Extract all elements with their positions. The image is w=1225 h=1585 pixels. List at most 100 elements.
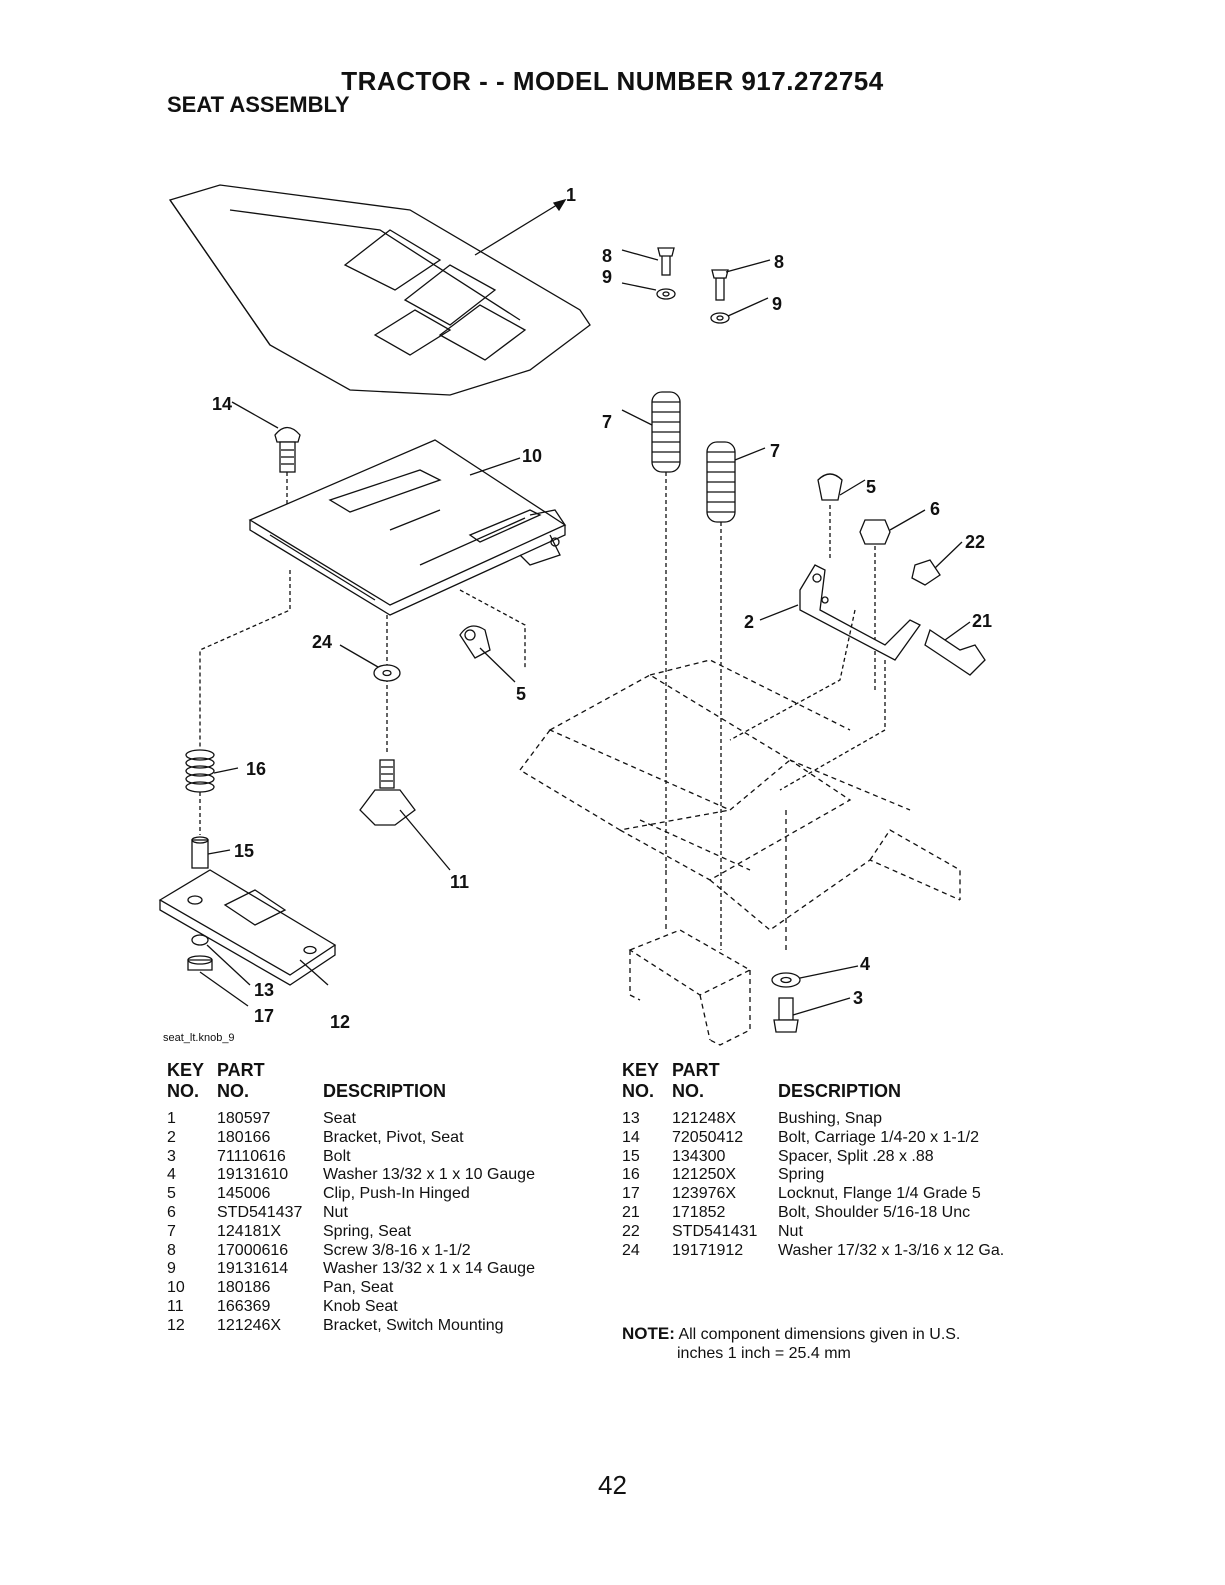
header-key-line2: NO.	[167, 1081, 200, 1101]
description-cell: Bracket, Pivot, Seat	[323, 1128, 464, 1146]
callout-6: 6	[930, 499, 940, 519]
key-no-cell: 16	[622, 1166, 640, 1184]
spring-16-drawing	[185, 749, 215, 793]
description-cell: Clip, Push-In Hinged	[323, 1185, 470, 1203]
key-no-cell: 14	[622, 1128, 640, 1146]
callout-12: 12	[330, 1012, 350, 1032]
dimensions-note: NOTE: All component dimensions given in …	[622, 1324, 960, 1363]
part-no-cell: 121250X	[672, 1166, 737, 1184]
callout-4: 4	[860, 954, 870, 974]
lower-bracket-drawing	[628, 929, 752, 1046]
callout-9a: 9	[602, 267, 612, 287]
description-cell: Seat	[323, 1110, 356, 1127]
callout-21: 21	[972, 611, 992, 631]
callout-7a: 7	[602, 412, 612, 432]
callout-3: 3	[853, 988, 863, 1008]
callout-10: 10	[522, 446, 542, 466]
description-cell: Nut	[323, 1203, 348, 1221]
callout-7b: 7	[770, 441, 780, 461]
callout-9b: 9	[772, 294, 782, 314]
key-no-cell: 5	[167, 1185, 176, 1203]
callout-5b: 5	[866, 477, 876, 497]
description-cell: Nut	[778, 1222, 803, 1240]
part-no-cell: 124181X	[217, 1222, 282, 1240]
part-no-cell: 72050412	[672, 1128, 744, 1146]
table-row: 16 121250X Spring	[622, 1166, 1068, 1185]
key-no-cell: 13	[622, 1110, 640, 1127]
description-cell: Bolt, Shoulder 5/16-18 Unc	[778, 1203, 971, 1221]
part-no-cell: 180166	[217, 1128, 271, 1146]
note-label: NOTE:	[622, 1324, 675, 1343]
key-no-cell: 10	[167, 1279, 185, 1297]
switch-bracket-drawing	[158, 869, 337, 986]
callout-5a: 5	[516, 684, 526, 704]
part-no-cell: 180186	[217, 1279, 271, 1297]
part-no-cell: 71110616	[217, 1147, 286, 1165]
callout-14: 14	[212, 394, 232, 414]
callout-8a: 8	[602, 246, 612, 266]
key-no-cell: 24	[622, 1241, 640, 1259]
description-cell: Spring, Seat	[323, 1222, 412, 1240]
callout-17: 17	[254, 1006, 274, 1026]
part-no-cell: 145006	[217, 1185, 271, 1203]
table-row: 7 124181X Spring, Seat	[167, 1223, 613, 1242]
table-row: 12 121246X Bracket, Switch Mounting	[167, 1317, 613, 1336]
part-no-cell: 19131614	[217, 1260, 289, 1278]
header-key-line2: NO.	[622, 1081, 655, 1101]
description-cell: Bracket, Switch Mounting	[323, 1316, 504, 1334]
callout-2: 2	[744, 612, 754, 632]
key-no-cell: 11	[167, 1297, 184, 1315]
description-cell: Washer 13/32 x 1 x 14 Gauge	[323, 1260, 535, 1278]
part-no-cell: STD541431	[672, 1222, 758, 1240]
part-no-cell: 121246X	[217, 1316, 282, 1334]
part-no-cell: 166369	[217, 1297, 271, 1315]
header-part-line1: PART	[217, 1060, 265, 1080]
key-no-cell: 8	[167, 1241, 176, 1259]
key-no-cell: 12	[167, 1316, 185, 1334]
figure-id: seat_lt.knob_9	[163, 1032, 235, 1044]
part-no-cell: 134300	[672, 1147, 726, 1165]
page-title: TRACTOR - - MODEL NUMBER 917.272754	[341, 66, 884, 96]
header-part-line2: NO.	[672, 1081, 705, 1101]
key-no-cell: 7	[167, 1222, 176, 1240]
description-cell: Bolt, Carriage 1/4-20 x 1-1/2	[778, 1128, 979, 1146]
note-line1: All component dimensions given in U.S.	[678, 1326, 961, 1343]
description-cell: Locknut, Flange 1/4 Grade 5	[778, 1185, 981, 1203]
callout-15: 15	[234, 841, 254, 861]
note-line2: inches 1 inch = 25.4 mm	[677, 1345, 851, 1362]
callout-22: 22	[965, 532, 985, 552]
spring-assembly-right-drawing	[706, 269, 736, 523]
part-no-cell: 19171912	[672, 1241, 744, 1259]
header-key-line1: KEY	[167, 1060, 205, 1080]
key-no-cell: 21	[622, 1203, 640, 1221]
header-part-line1: PART	[672, 1060, 720, 1080]
part-no-cell: 17000616	[217, 1241, 289, 1259]
table-row: 14 72050412 Bolt, Carriage 1/4-20 x 1-1/2	[622, 1129, 1068, 1148]
callout-8b: 8	[774, 252, 784, 272]
description-cell: Spring	[778, 1166, 825, 1184]
table-row: 8 17000616 Screw 3/8-16 x 1-1/2	[167, 1242, 613, 1261]
callout-24: 24	[312, 632, 332, 652]
key-no-cell: 22	[622, 1222, 640, 1240]
header-part-line2: NO.	[217, 1081, 250, 1101]
description-cell: Screw 3/8-16 x 1-1/2	[323, 1241, 471, 1259]
page-number: 42	[598, 1470, 627, 1500]
part-no-cell: 123976X	[672, 1185, 737, 1203]
part-no-cell: STD541437	[217, 1203, 303, 1221]
callout-16: 16	[246, 759, 266, 779]
header-key-line1: KEY	[622, 1060, 660, 1080]
